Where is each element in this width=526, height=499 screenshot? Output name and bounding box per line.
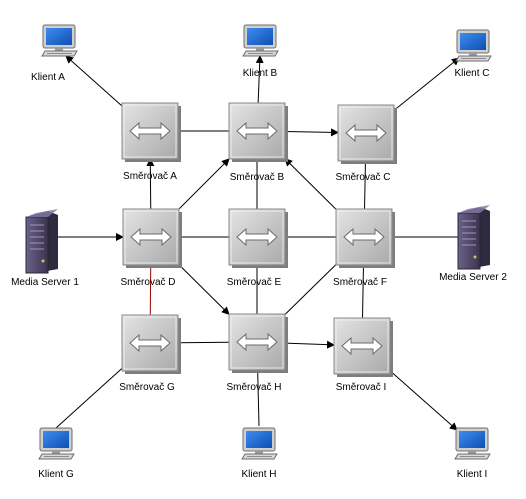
media-server-1[interactable] xyxy=(25,208,59,274)
link-router-F-to-router-B xyxy=(284,158,337,210)
router-C[interactable] xyxy=(337,104,398,165)
link-router-A-to-client-A xyxy=(65,55,123,107)
link-router-G-to-client-G xyxy=(55,367,123,429)
router-B[interactable] xyxy=(228,102,289,163)
link-router-B-to-client-B xyxy=(255,55,264,104)
client-C-label: Klient C xyxy=(454,68,489,79)
router-A-label: Směrovač A xyxy=(123,171,177,182)
router-H[interactable] xyxy=(228,313,289,374)
client-I-label: Klient I xyxy=(457,469,488,480)
client-B[interactable] xyxy=(242,24,279,57)
link-router-I-to-client-I xyxy=(389,370,458,431)
client-I[interactable] xyxy=(454,427,491,460)
router-E-label: Směrovač E xyxy=(227,277,282,288)
link-router-H-to-client-H xyxy=(257,369,260,427)
router-B-label: Směrovač B xyxy=(230,172,285,183)
media-server-2[interactable] xyxy=(457,204,491,270)
client-G-label: Klient G xyxy=(38,469,74,480)
router-I-label: Směrovač I xyxy=(336,382,387,393)
link-router-F-to-router-H xyxy=(284,264,337,315)
router-F-label: Směrovač F xyxy=(333,277,387,288)
link-router-H-to-router-I xyxy=(284,340,335,349)
client-A[interactable] xyxy=(41,24,78,57)
client-G[interactable] xyxy=(38,427,75,460)
media-server-2-label: Media Server 2 xyxy=(439,272,507,283)
media-server-1-label: Media Server 1 xyxy=(11,277,79,288)
client-H[interactable] xyxy=(241,427,278,460)
link-router-C-to-client-C xyxy=(393,57,460,111)
client-C[interactable] xyxy=(455,29,492,62)
router-D[interactable] xyxy=(122,208,183,269)
link-router-F-to-router-C xyxy=(364,160,366,210)
link-router-F-to-router-I xyxy=(362,264,364,319)
router-D-label: Směrovač D xyxy=(120,277,175,288)
router-A[interactable] xyxy=(121,102,182,163)
link-router-D-to-router-B xyxy=(178,158,230,210)
router-G[interactable] xyxy=(121,314,182,375)
link-router-D-to-router-H xyxy=(178,264,230,315)
router-H-label: Směrovač H xyxy=(226,382,281,393)
client-A-label: Klient A xyxy=(31,72,65,83)
router-F[interactable] xyxy=(335,208,396,269)
client-H-label: Klient H xyxy=(241,469,276,480)
router-G-label: Směrovač G xyxy=(119,382,175,393)
router-C-label: Směrovač C xyxy=(335,172,390,183)
client-B-label: Klient B xyxy=(243,68,278,79)
router-E[interactable] xyxy=(228,208,289,269)
router-I[interactable] xyxy=(333,317,394,378)
link-router-B-to-router-C xyxy=(284,128,339,137)
